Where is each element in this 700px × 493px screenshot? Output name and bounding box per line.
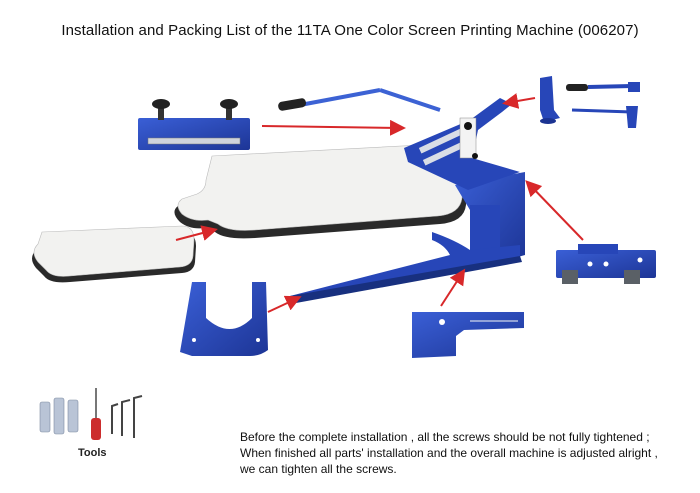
tools-label: Tools <box>78 447 107 459</box>
arrow-base <box>267 295 302 313</box>
note-line: we can tighten all the screws. <box>240 462 397 476</box>
arrows <box>175 93 584 313</box>
small-platen-icon <box>32 225 196 283</box>
clamp-bar-icon <box>540 76 640 128</box>
handle-arm-icon <box>278 88 441 112</box>
machine-frame-icon <box>290 98 525 303</box>
base-bracket-icon <box>180 282 268 356</box>
arrow-clamp-bar <box>502 93 536 109</box>
arrow-support <box>440 268 466 307</box>
wrench-set-icon <box>39 397 79 435</box>
hex-keys-icon <box>111 395 143 438</box>
note-line: When finished all parts' installation an… <box>240 446 658 460</box>
page-title: Installation and Packing List of the 11T… <box>61 22 639 39</box>
arrow-small-platen <box>175 225 218 241</box>
installation-note: Before the complete installation , all t… <box>240 429 690 477</box>
arrow-clamp <box>261 119 406 136</box>
support-arm-icon <box>412 312 524 358</box>
large-platen-icon <box>174 143 469 239</box>
arrow-hinge <box>525 180 584 241</box>
screwdriver-icon <box>91 388 101 440</box>
hinge-plate-icon <box>556 244 656 284</box>
note-line: Before the complete installation , all t… <box>240 430 650 444</box>
screen-clamp-icon <box>138 99 250 150</box>
